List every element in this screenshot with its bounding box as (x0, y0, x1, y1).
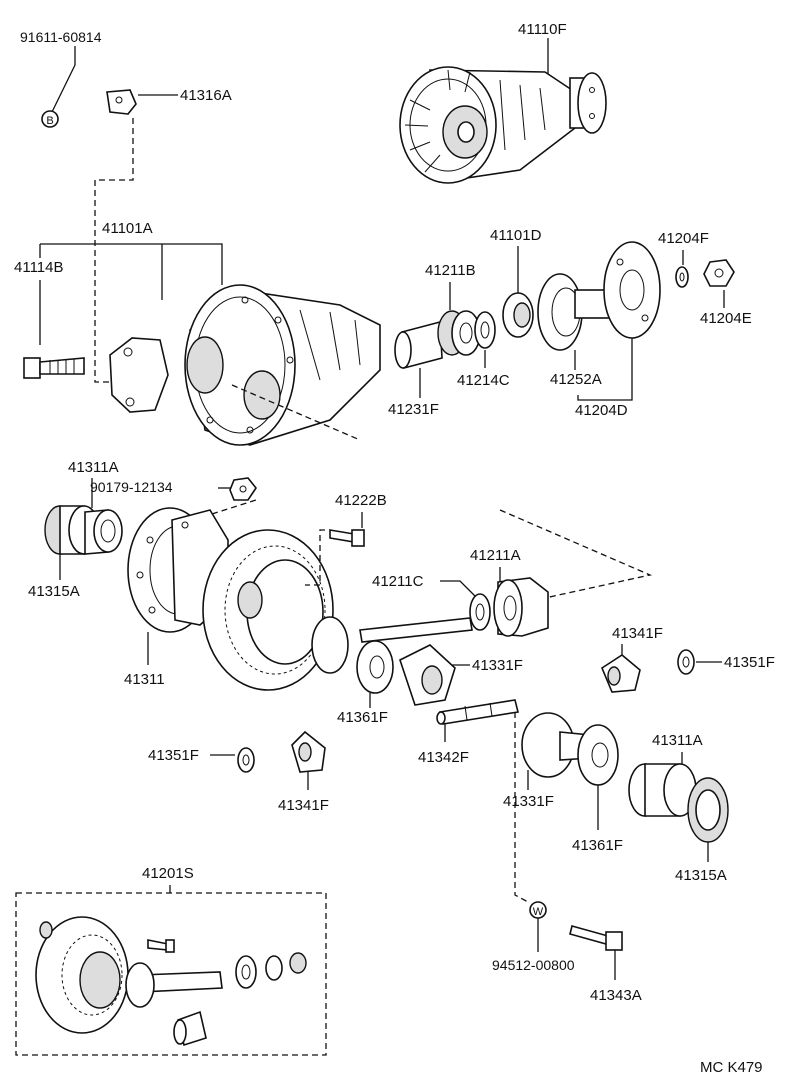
part-kit-spacer (173, 1010, 207, 1047)
label-41214C: 41214C (457, 372, 510, 389)
dash-right-case (499, 509, 653, 599)
marker-b-circle (41, 110, 59, 128)
leader-41211C (440, 580, 476, 597)
part-41214C-washer (474, 311, 496, 349)
label-41204E: 41204E (700, 310, 752, 327)
part-41311A-right-bearing (628, 763, 697, 817)
label-41101D: 41101D (490, 227, 542, 244)
label-41211A: 41211A (470, 547, 521, 564)
part-kit-washer (265, 955, 283, 981)
part-41211C-washer (469, 593, 491, 631)
label-41361F-right: 41361F (572, 837, 623, 854)
label-91611-60814: 91611-60814 (20, 29, 102, 45)
label-41101A: 41101A (102, 220, 153, 237)
label-41351F-left: 41351F (148, 747, 199, 764)
part-41311A-left-bearing (84, 509, 123, 555)
kit-box-41201S (15, 892, 327, 1056)
part-41114B-bolt (23, 357, 85, 379)
label-41315A-left: 41315A (28, 583, 80, 600)
part-kit-bolt (147, 939, 175, 953)
part-41315A-left-bearing-cup (44, 505, 100, 555)
label-41311: 41311 (124, 671, 165, 688)
dash-pin-path (514, 712, 531, 904)
label-41110F: 41110F (518, 21, 567, 38)
part-kit-flange-nut (289, 952, 307, 974)
part-41361F-right-washer (577, 724, 619, 786)
part-41342F-pinion-shaft (436, 699, 519, 725)
marker-b-text: B (46, 115, 53, 127)
label-41252A: 41252A (550, 371, 602, 388)
part-41101A-housing (184, 284, 381, 446)
label-41315A-right: 41315A (675, 867, 727, 884)
part-41331F-top-side-gear (399, 644, 456, 706)
part-kit-bearing (235, 955, 257, 989)
label-41361F-left: 41361F (337, 709, 388, 726)
label-41114B: 41114B (14, 259, 64, 276)
leader-41204D (577, 338, 633, 401)
label-41204F: 41204F (658, 230, 709, 247)
part-kit-pinion (125, 962, 223, 1008)
dash-nut (211, 499, 257, 515)
label-41342F: 41342F (418, 749, 469, 766)
part-pinion-shaft (359, 617, 473, 643)
part-41110F-carrier-assembly (399, 66, 607, 184)
part-41231F-spacer (394, 320, 443, 370)
label-41316A: 41316A (180, 87, 232, 104)
part-kit-nut (39, 921, 53, 939)
part-41222B-bolt (329, 529, 365, 547)
label-41231F: 41231F (388, 401, 439, 418)
part-41341F-right-pinion (601, 654, 641, 693)
part-ring-gear (202, 529, 334, 691)
label-41222B: 41222B (335, 492, 387, 509)
part-41211A-bearing (493, 577, 549, 637)
leader-41101A (39, 243, 223, 300)
part-bearing-cap (109, 337, 169, 413)
label-41343A: 41343A (590, 987, 642, 1004)
dash-bracket-path (94, 118, 134, 383)
part-41351F-left-washer (237, 747, 255, 773)
footer-code: MC K479 (700, 1059, 763, 1076)
part-kit-ring-gear (35, 916, 129, 1034)
part-41204F-washer (675, 266, 689, 288)
part-41343A-pin (569, 925, 623, 951)
label-41311A-right: 41311A (652, 732, 703, 749)
part-41204D-companion-flange (574, 241, 661, 339)
part-41316A-bracket (106, 89, 137, 115)
part-41211B-bearing (437, 310, 481, 356)
part-41361F-left-washer (356, 640, 394, 694)
marker-w-text: W (533, 906, 544, 918)
label-41201S: 41201S (142, 865, 194, 882)
part-41315A-right-bearing-cup (687, 777, 729, 843)
part-41101D-oil-seal (502, 292, 534, 338)
part-small-gear (311, 616, 349, 674)
label-41341F-left: 41341F (278, 797, 329, 814)
part-41341F-left-pinion (291, 730, 326, 773)
label-41331F-bottom: 41331F (503, 793, 554, 810)
label-41204D: 41204D (575, 402, 628, 419)
dash-bolt (305, 529, 325, 586)
label-41331F-top: 41331F (472, 657, 523, 674)
leader-91611-60814 (51, 46, 76, 113)
part-41351F-right-washer (677, 649, 695, 675)
label-41341F-right: 41341F (612, 625, 663, 642)
part-41204E-nut (703, 259, 735, 287)
label-41351F-right: 41351F (724, 654, 775, 671)
label-90179-12134: 90179-12134 (90, 479, 173, 495)
label-94512-00800: 94512-00800 (492, 957, 575, 973)
label-41211C: 41211C (372, 573, 424, 590)
dash-housing-axis (231, 384, 361, 441)
label-41211B-top: 41211B (425, 262, 476, 279)
part-90179-nut (229, 477, 257, 501)
label-41311A-left: 41311A (68, 459, 119, 476)
